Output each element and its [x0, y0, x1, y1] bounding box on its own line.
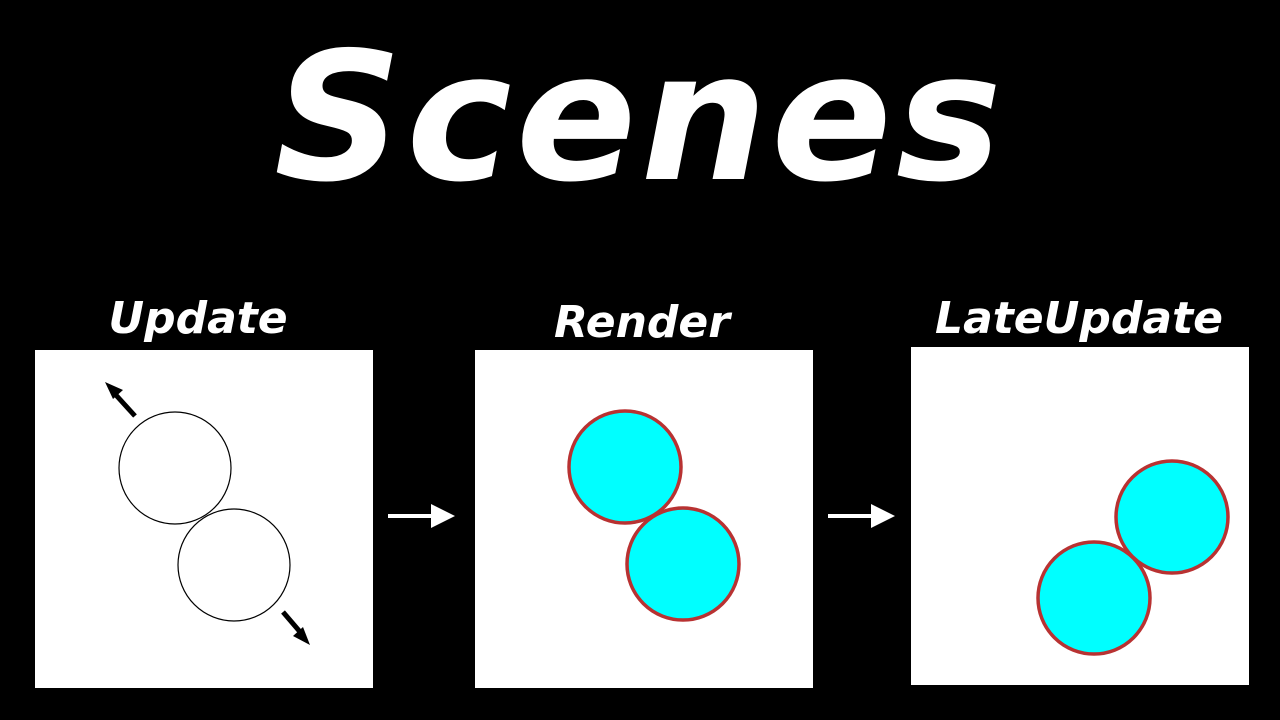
panel-lateupdate — [911, 347, 1249, 685]
lateupdate-diagram — [1036, 459, 1230, 656]
circle-bottom — [177, 508, 291, 622]
flow-arrow-1 — [387, 501, 457, 531]
circle-top — [567, 409, 683, 525]
arrow-right-icon — [828, 504, 895, 528]
arrow-right-icon — [388, 504, 455, 528]
arrow-down-right-icon — [281, 610, 310, 645]
stage-label-lateupdate: LateUpdate — [935, 293, 1223, 344]
stage-label-update: Update — [108, 293, 288, 344]
circle-right — [1114, 459, 1230, 575]
render-diagram — [567, 409, 741, 622]
panel-render — [475, 350, 813, 688]
flow-arrow-2 — [827, 501, 897, 531]
circle-top — [118, 411, 232, 525]
page-title: Scenes — [274, 14, 1006, 221]
arrow-up-left-icon — [105, 382, 137, 418]
circle-bottom — [625, 506, 741, 622]
update-diagram — [105, 382, 310, 645]
panel-update — [35, 350, 373, 688]
circle-left — [1036, 540, 1152, 656]
stage-label-render: Render — [554, 297, 730, 348]
